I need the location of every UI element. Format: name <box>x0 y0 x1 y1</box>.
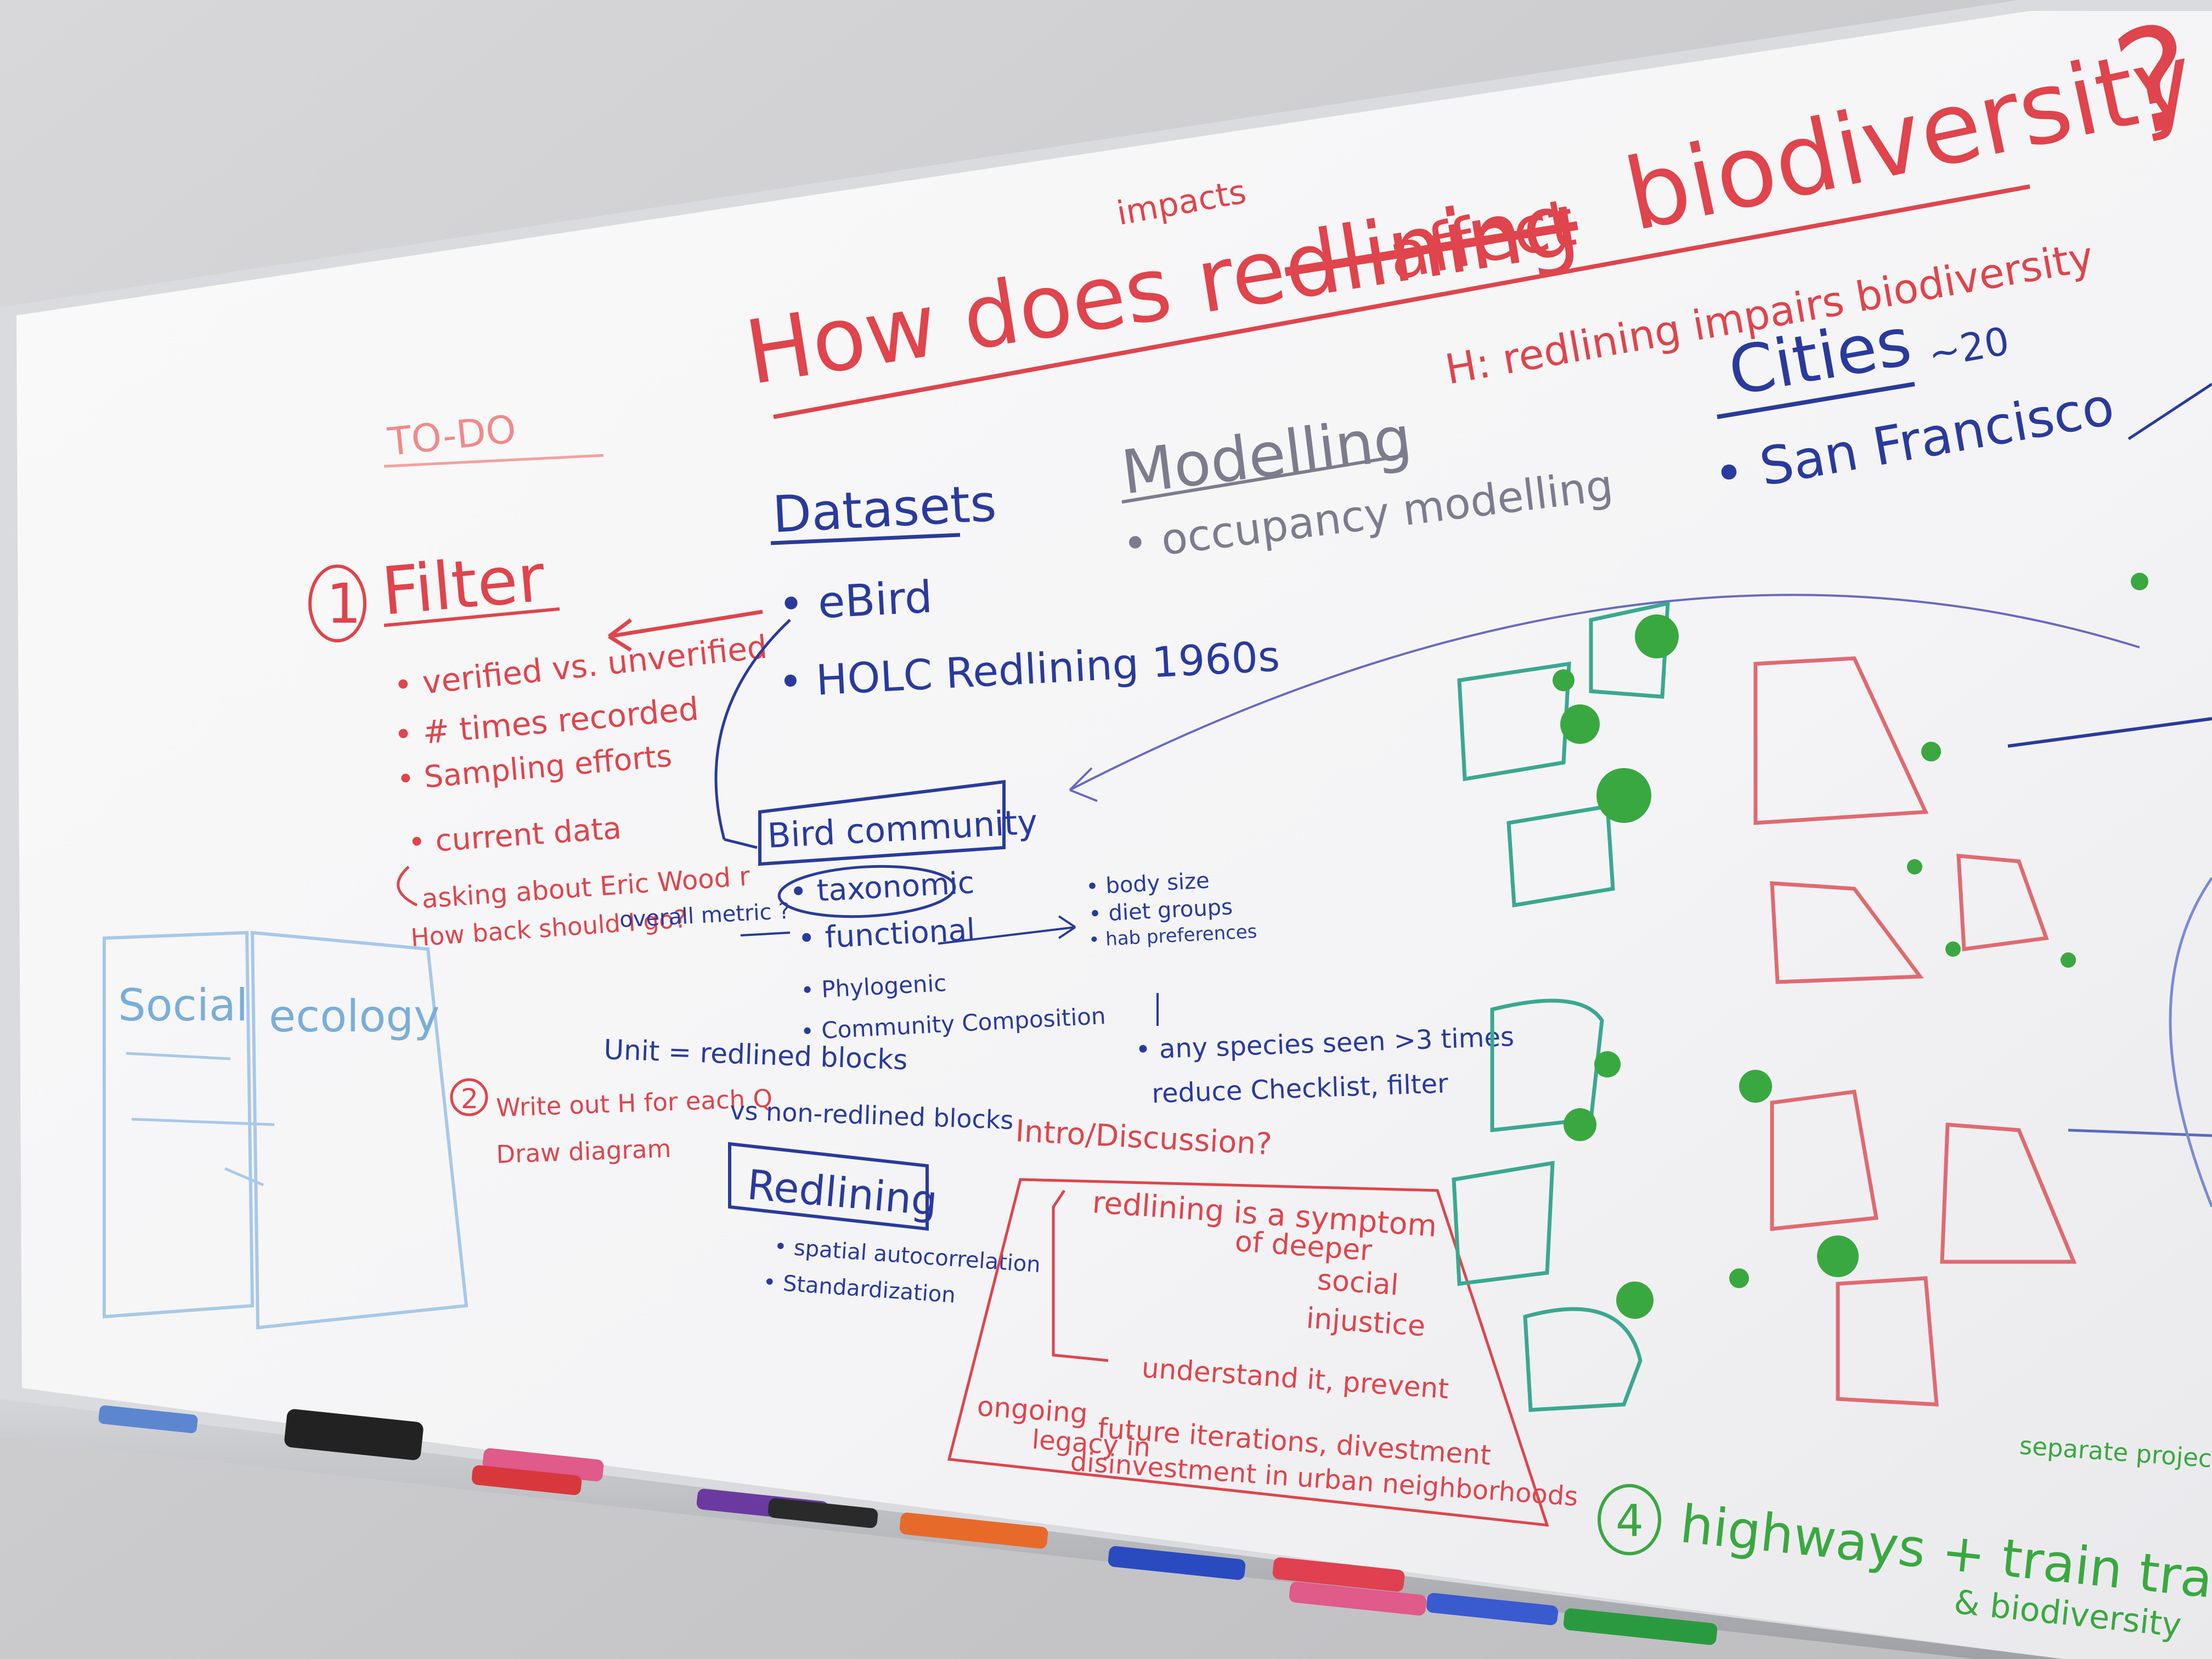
marker-blue-2 <box>1426 1593 1559 1626</box>
marker-orange <box>899 1513 1048 1549</box>
todo-underline <box>383 454 604 468</box>
marker-green <box>1563 1608 1718 1645</box>
red-block-2 <box>1770 881 1924 984</box>
modelling-underline <box>1121 454 1405 504</box>
green-dots <box>1553 573 2148 1319</box>
filter-number: 1 <box>326 572 362 636</box>
filter-title: Filter <box>379 540 548 630</box>
whiteboard-surface <box>16 11 2212 1659</box>
step4-circle <box>1598 1484 1661 1555</box>
redlining-box <box>728 1142 929 1231</box>
marker-black <box>768 1498 878 1528</box>
blue-arc-right <box>2169 877 2212 1207</box>
marker-red-2 <box>1272 1557 1405 1592</box>
question-underline <box>773 184 2030 419</box>
teal-block-3 <box>1506 804 1615 908</box>
teal-block-2 <box>1589 601 1670 699</box>
arrow-ebird-to-filter <box>607 610 763 652</box>
filter-underline <box>383 607 560 627</box>
red-block-6 <box>1836 1276 1939 1407</box>
marker-pink <box>482 1448 604 1482</box>
filter-note-bracket <box>397 866 418 907</box>
datasets-underline <box>770 533 961 545</box>
marker-red <box>471 1465 582 1496</box>
social-scribble <box>126 1052 275 1187</box>
filter-item-4: • current data <box>407 810 622 860</box>
step2-number: 2 <box>461 1083 478 1115</box>
step4-number: 4 <box>1616 1496 1644 1547</box>
red-blocks <box>1753 656 2077 1407</box>
intro-bracket <box>1052 1189 1109 1362</box>
marker-blue <box>1108 1546 1246 1580</box>
block-diagram <box>1452 382 2212 1412</box>
bird-item-functional: • functional <box>797 912 976 956</box>
eraser <box>284 1409 424 1460</box>
datasets-item-ebird: • eBird <box>777 571 934 630</box>
red-block-5 <box>1940 1122 2077 1264</box>
arrow-to-side-note <box>740 932 791 936</box>
red-block-4 <box>1770 1090 1879 1231</box>
filter-number-circle <box>308 565 366 642</box>
ecology-label: ecology <box>269 991 439 1042</box>
blue-line-1 <box>2007 717 2212 748</box>
teal-block-4 <box>1490 998 1604 1132</box>
ecology-box <box>250 930 469 1330</box>
blue-arrow-top <box>2128 382 2212 441</box>
marker-pink-2 <box>1289 1582 1427 1616</box>
tray-markers <box>98 1405 1718 1645</box>
taxonomic-circle <box>777 865 956 918</box>
red-block-3 <box>1956 854 2049 951</box>
arrow-ebird-to-bird <box>714 619 791 849</box>
arrow-map-to-bird <box>1069 594 2140 802</box>
social-ecology-block: Social ecology <box>103 930 469 1330</box>
intro-ongoing-1: ongoing <box>976 1390 1088 1430</box>
cities-underline <box>1717 382 1915 419</box>
step2-circle <box>450 1078 488 1116</box>
teal-block-5 <box>1452 1160 1555 1286</box>
bird-community-box <box>758 780 1006 866</box>
arrow-to-traits <box>938 915 1076 945</box>
trait-1: • body size <box>1085 868 1210 900</box>
teal-blocks <box>1452 601 1670 1412</box>
step2-line2: Draw diagram <box>496 1134 672 1169</box>
datasets-title: Datasets <box>771 474 998 544</box>
intro-line-3: social <box>1316 1263 1400 1302</box>
social-box <box>103 930 255 1319</box>
social-label: Social <box>118 980 248 1031</box>
red-block-1 <box>1753 656 1929 825</box>
teal-block-1 <box>1457 661 1571 782</box>
teal-block-6 <box>1523 1307 1643 1412</box>
intro-outline <box>947 1178 1549 1527</box>
marker-blue-light <box>98 1405 198 1434</box>
